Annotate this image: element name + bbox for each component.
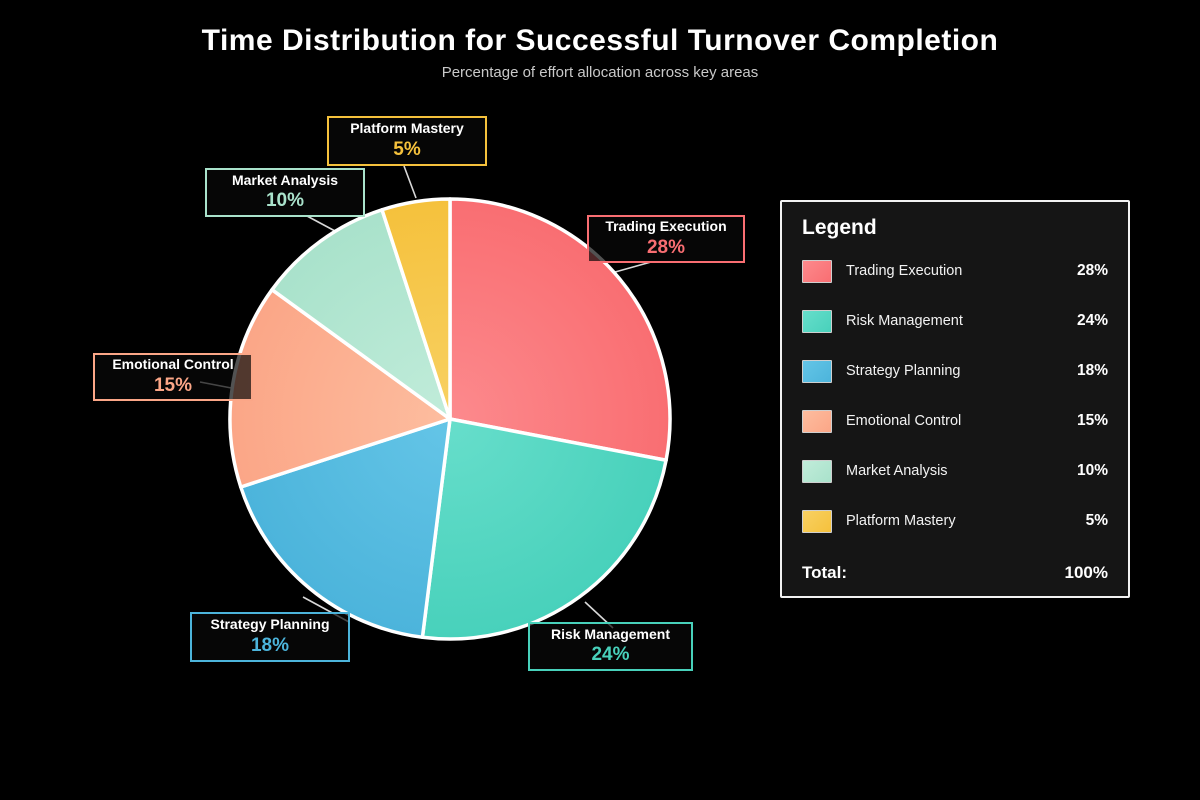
legend-panel: Legend Trading Execution 28% Risk Manage… — [780, 200, 1130, 598]
callout-percent: 28% — [646, 236, 686, 258]
legend-label: Trading Execution — [846, 263, 963, 279]
callout-percent: 10% — [265, 190, 305, 212]
callout-label: Strategy Planning — [210, 616, 330, 633]
legend-label: Market Analysis — [846, 463, 948, 479]
callout-risk-management: Risk Management 24% — [528, 622, 693, 671]
pie-slice-market-analysis — [270, 208, 452, 421]
legend-row-risk-management: Risk Management 24% — [802, 296, 1108, 346]
pie-slice-strategy-planning — [239, 417, 452, 640]
legend-percent: 28% — [1076, 262, 1108, 279]
callout-label: Trading Execution — [605, 218, 727, 235]
legend-row-market-analysis: Market Analysis 10% — [802, 446, 1108, 496]
legend-swatch-market-analysis — [802, 459, 832, 483]
page-title: Time Distribution for Successful Turnove… — [201, 24, 999, 57]
pie-slices — [228, 197, 672, 641]
callout-emotional-control: Emotional Control 15% — [93, 353, 253, 401]
page-subtitle: Percentage of effort allocation across k… — [441, 64, 759, 81]
callout-strategy-planning: Strategy Planning 18% — [190, 612, 350, 662]
callout-label: Market Analysis — [231, 171, 339, 188]
legend-total-value: 100% — [1064, 563, 1108, 582]
legend-row-platform-mastery: Platform Mastery 5% — [802, 496, 1108, 546]
callout-label: Platform Mastery — [350, 120, 464, 137]
leader-line — [403, 165, 417, 199]
callout-percent: 5% — [393, 138, 421, 160]
pie-slice-risk-management — [420, 417, 668, 641]
legend-percent: 10% — [1076, 462, 1108, 479]
callout-market-analysis: Market Analysis 10% — [205, 168, 365, 217]
legend-label: Emotional Control — [846, 413, 962, 429]
legend-label: Risk Management — [846, 313, 963, 329]
legend-percent: 24% — [1076, 312, 1108, 329]
legend-total-row: Total: 100% — [802, 546, 1108, 600]
legend-row-strategy-planning: Strategy Planning 18% — [802, 346, 1108, 396]
legend-percent: 15% — [1076, 412, 1108, 429]
legend-swatch-risk-management — [802, 309, 832, 333]
legend-label: Strategy Planning — [846, 363, 961, 379]
legend-percent: 5% — [1085, 512, 1108, 529]
legend-percent: 18% — [1076, 362, 1108, 379]
legend-row-emotional-control: Emotional Control 15% — [802, 396, 1108, 446]
leader-line — [306, 215, 336, 232]
legend-row-trading-execution: Trading Execution 28% — [802, 246, 1108, 296]
legend-swatch-emotional-control — [802, 409, 832, 433]
callout-label: Emotional Control — [112, 356, 234, 373]
callout-percent: 24% — [591, 644, 630, 666]
legend-title: Legend — [802, 216, 877, 239]
callout-percent: 18% — [250, 634, 290, 656]
callout-platform-mastery: Platform Mastery 5% — [327, 116, 487, 166]
callout-trading-execution: Trading Execution 28% — [587, 215, 745, 263]
pie-slice-trading-execution — [448, 197, 672, 462]
pie-slice-platform-mastery — [380, 197, 452, 421]
legend-label: Platform Mastery — [846, 513, 956, 529]
legend-swatch-strategy-planning — [802, 359, 832, 383]
callout-label: Risk Management — [550, 625, 671, 642]
legend-total-label: Total: — [802, 563, 848, 582]
callout-percent: 15% — [153, 374, 193, 396]
legend-swatch-platform-mastery — [802, 509, 832, 533]
legend-swatch-trading-execution — [802, 259, 832, 283]
